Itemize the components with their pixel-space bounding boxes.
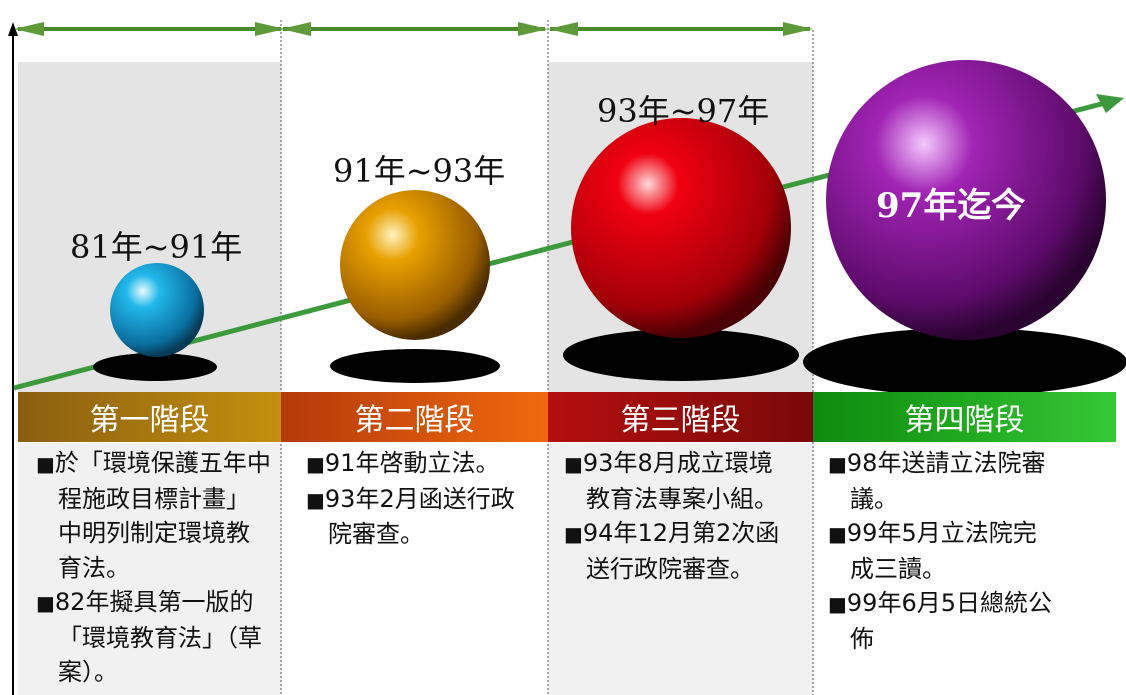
note-item: 於「環境保護五年中程施政目標計畫」中明列制定環境教育法。 [36, 446, 272, 585]
phase-1-notes: 於「環境保護五年中程施政目標計畫」中明列制定環境教育法。 82年擬具第一版的「環… [36, 446, 272, 690]
phase-2-sphere [340, 190, 490, 340]
phase-2-header-bg [281, 392, 548, 442]
note-item: 93年8月成立環境教育法專案小組。 [564, 446, 794, 516]
note-item: 91年啓動立法。 [306, 446, 521, 482]
phase-4-period: 97年迄今 [876, 186, 1026, 226]
phase-3-shadow [563, 329, 799, 381]
note-item: 93年2月函送行政院審查。 [306, 482, 521, 552]
phase-1-header-bg [18, 392, 281, 442]
phase-2-notes: 91年啓動立法。 93年2月函送行政院審查。 [306, 446, 521, 552]
phase-4-stage-label: 第四階段 [904, 403, 1025, 438]
phase-2-stage-label: 第二階段 [354, 403, 475, 438]
phase-4-shadow [803, 328, 1126, 396]
phase-4-header-bg [813, 392, 1116, 442]
note-item: 94年12月第2次函送行政院審查。 [564, 516, 794, 586]
phase-3-notes: 93年8月成立環境教育法專案小組。 94年12月第2次函送行政院審查。 [564, 446, 794, 586]
top-period-arrow [14, 22, 285, 36]
top-period-arrow [281, 22, 548, 36]
phase-1-period: 81年~91年 [70, 228, 243, 266]
phase-1-stage-label: 第一階段 [89, 403, 210, 438]
phase-1-shadow [93, 353, 217, 381]
phase-1-sphere [110, 263, 204, 357]
phase-3-sphere [571, 118, 791, 338]
phase-4-sphere [826, 60, 1106, 340]
phase-2-period: 91年~93年 [333, 152, 506, 190]
axis-arrowhead [8, 22, 18, 36]
note-item: 98年送請立法院審議。 [828, 446, 1053, 516]
phase-3-period: 93年~97年 [597, 92, 770, 130]
phase-3-stage-label: 第三階段 [620, 403, 741, 438]
phase-4-notes: 98年送請立法院審議。 99年5月立法院完成三讀。 99年6月5日總統公佈 [828, 446, 1053, 656]
phase-3-header-bg [548, 392, 813, 442]
note-item: 99年6月5日總統公佈 [828, 586, 1053, 656]
note-item: 82年擬具第一版的「環境教育法」（草案）。 [36, 585, 272, 690]
note-item: 99年5月立法院完成三讀。 [828, 516, 1053, 586]
top-period-arrow [548, 22, 813, 36]
phase-2-shadow [330, 349, 500, 383]
